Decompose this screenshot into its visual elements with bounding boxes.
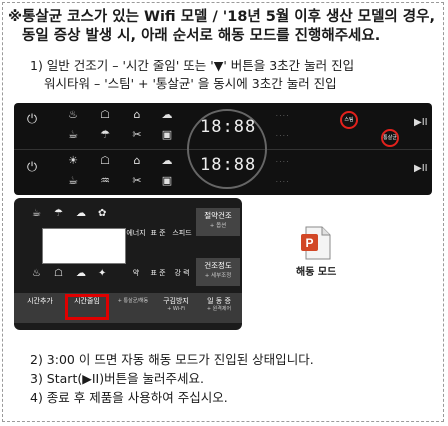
sterilize-defrost-sub: + 통살균/해동 [117, 298, 149, 304]
course-icon[interactable]: ☀ [68, 154, 78, 167]
course-icon[interactable]: ✦ [98, 268, 107, 279]
course-icon[interactable]: ▣ [161, 128, 173, 141]
power-icon: ⏻ [26, 160, 38, 175]
instruction-heading: ※통살균 코스가 있는 Wifi 모델 / '18년 5월 이후 생산 모델의 … [8, 8, 440, 46]
option-labels: · · · · [276, 113, 289, 119]
content-frame [2, 2, 444, 422]
wrinkle-care-label: 구김방지 [163, 297, 189, 305]
course-icon[interactable]: ☕ [68, 174, 78, 187]
add-time-label: 시간추가 [27, 297, 53, 305]
power-button-bottom[interactable]: ⏻ [22, 161, 42, 174]
add-time-button[interactable]: 시간추가 [20, 297, 60, 319]
sterilize-button[interactable]: 통살균 [381, 129, 399, 147]
highlight-box [65, 294, 109, 320]
reduce-time-button[interactable]: 시간줄임 [66, 297, 108, 319]
course-icon[interactable]: ☖ [54, 268, 63, 279]
standard-button[interactable]: 표 준 [150, 229, 166, 237]
power-icon: ⏻ [26, 112, 38, 127]
course-icon[interactable]: ♨ [32, 268, 41, 279]
powerpoint-file-icon[interactable]: P [300, 226, 332, 260]
display-top: 18:88 [200, 117, 257, 137]
energy-button[interactable]: 에너지 [126, 229, 146, 237]
option-labels: · · · · [276, 159, 289, 165]
strong-button[interactable]: 강 력 [174, 269, 190, 277]
bottom-button-bar [14, 293, 242, 323]
course-icon[interactable]: ☕ [32, 208, 41, 219]
course-icon[interactable]: ☖ [100, 154, 110, 167]
option-labels: · · · · [276, 133, 289, 139]
wrinkle-care-button[interactable]: 구김방지 + Wi-Fi [156, 297, 196, 319]
option-labels: · · · · [276, 179, 289, 185]
course-icon[interactable]: ☁ [76, 268, 86, 279]
start-pause-button-bottom[interactable]: ▶II [414, 163, 428, 174]
dry-level-button[interactable]: 건조정도 + 세부조정 [196, 258, 240, 286]
course-icon[interactable]: ☁ [161, 154, 173, 167]
course-icon[interactable]: ✂ [132, 128, 142, 141]
start-pause-button-top[interactable]: ▶II [414, 117, 428, 128]
remote-button[interactable]: 일 동 증 + 원격제어 [198, 297, 240, 319]
heading-line-1: ※통살균 코스가 있는 Wifi 모델 / '18년 5월 이후 생산 모델의 … [8, 9, 435, 25]
course-icon[interactable]: ☖ [100, 108, 110, 121]
washtower-control-panel: ⏻ ⏻ ♨ ☖ ⌂ ☁ ☕ ☂ ✂ ▣ ☀ ☖ ⌂ ☁ ☕ ♒ ✂ ▣ 18:8… [14, 103, 432, 195]
course-dial[interactable] [187, 109, 267, 189]
course-icon[interactable]: ⌂ [133, 154, 141, 167]
eco-dry-label: 절약건조 [204, 211, 232, 220]
lcd-display [42, 228, 126, 264]
reduce-time-label: 시간줄임 [74, 297, 100, 305]
remote-sub: + 원격제어 [206, 306, 232, 312]
course-icon[interactable]: ☂ [54, 208, 63, 219]
steam-button[interactable]: 스팀 [340, 111, 358, 129]
dry-level-sub: + 세부조정 [204, 273, 232, 279]
weak-button[interactable]: 약 [132, 269, 140, 277]
course-icon[interactable]: ☁ [76, 208, 86, 219]
dry-level-label: 건조정도 [204, 261, 232, 270]
course-icon[interactable]: ⌂ [133, 108, 141, 121]
remote-label: 일 동 증 [207, 297, 231, 305]
step-1-dryer: 1) 일반 건조기 – '시간 줄임' 또는 '▼' 버튼을 3초간 눌러 진입 [30, 58, 355, 73]
display-bottom: 18:88 [200, 155, 257, 175]
step-4: 4) 종료 후 제품을 사용하여 주십시오. [30, 390, 228, 405]
power-button-top[interactable]: ⏻ [22, 113, 42, 126]
wrinkle-care-sub: + Wi-Fi [167, 306, 185, 312]
svg-text:P: P [305, 236, 313, 250]
eco-dry-sub: + 옵션 [209, 223, 227, 229]
course-icon[interactable]: ☁ [161, 108, 173, 121]
course-icon[interactable]: ☕ [68, 128, 78, 141]
course-icon[interactable]: ☂ [100, 128, 110, 141]
attachment-label[interactable]: 해동 모드 [296, 267, 337, 278]
step-3: 3) Start(▶II)버튼을 눌러주세요. [30, 371, 205, 386]
speed-button[interactable]: 스피드 [172, 229, 192, 237]
step-1-washtower: 워시타워 – '스팀' + '통살균' 을 동시에 3초간 눌러 진입 [44, 76, 337, 91]
heading-line-2: 동일 증상 발생 시, 아래 순서로 해동 모드를 진행해주세요. [22, 28, 381, 44]
course-icon[interactable]: ▣ [161, 174, 173, 187]
course-icon[interactable]: ✿ [98, 208, 107, 219]
normal-button[interactable]: 표 준 [150, 269, 166, 277]
course-icon[interactable]: ♒ [100, 174, 110, 187]
dryer-control-panel: ☕ ☂ ☁ ✿ ♨ ☖ ☁ ✦ 에너지 표 준 스피드 약 표 준 강 력 절약… [14, 198, 242, 330]
course-icon[interactable]: ♨ [68, 108, 78, 121]
eco-dry-button[interactable]: 절약건조 + 옵션 [196, 208, 240, 236]
sterilize-defrost-button[interactable]: + 통살균/해동 [112, 297, 154, 319]
step-2: 2) 3:00 이 뜨면 자동 해동 모드가 진입된 상태입니다. [30, 352, 314, 367]
course-icon[interactable]: ✂ [132, 174, 142, 187]
